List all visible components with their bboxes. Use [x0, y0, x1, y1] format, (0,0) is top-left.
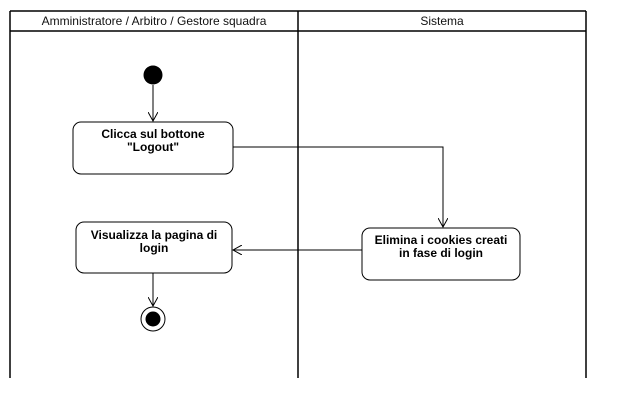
action-logout-label: Clicca sul bottone "Logout"	[101, 127, 205, 154]
action-delete-cookies-box	[361, 227, 521, 281]
final-node-dot	[145, 311, 161, 327]
swimlane-title-system: Sistema	[420, 14, 464, 28]
swimlane-frame	[9, 10, 587, 378]
action-delete-cookies-label: Elimina i cookies creati in fase di logi…	[374, 233, 508, 260]
swimlane-title-actors: Amministratore / Arbitro / Gestore squad…	[41, 14, 267, 28]
action-logout-box	[72, 121, 234, 175]
action-show-login-label: Visualizza la pagina di login	[90, 228, 218, 255]
initial-node	[143, 65, 163, 85]
final-node	[140, 306, 166, 332]
flow-logout-to-delete-cookies	[233, 146, 443, 227]
